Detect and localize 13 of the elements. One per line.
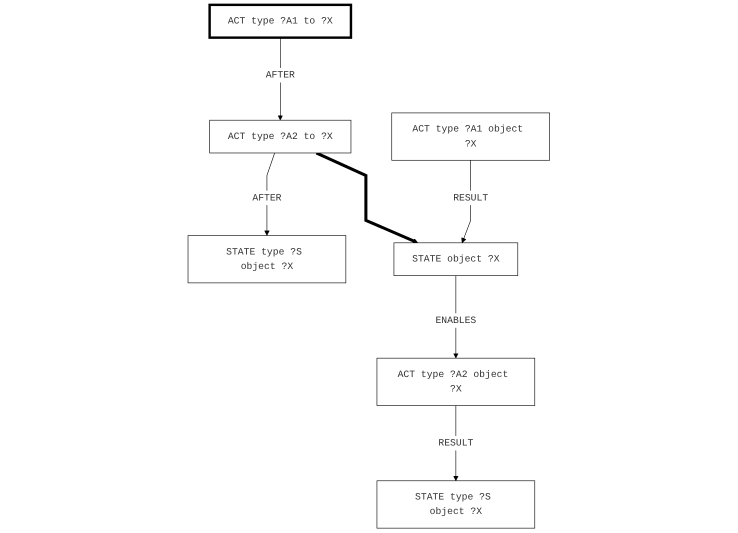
edge-label: ENABLES (436, 315, 476, 326)
edge-label: RESULT (438, 438, 474, 449)
node-box: STATE type ?S object ?X (188, 235, 346, 284)
node-box: STATE type ?S object ?X (376, 480, 536, 528)
node-box: ACT type ?A2 object ?X (376, 358, 536, 406)
node-box: ACT type ?A1 object ?X (392, 112, 550, 161)
arrow (316, 152, 418, 244)
edge-label: RESULT (453, 192, 488, 204)
node-box: ACT type ?A2 to ?X (210, 120, 352, 154)
node-box: STATE object ?X (394, 242, 518, 276)
edge-label: AFTER (252, 192, 282, 204)
edge-label: AFTER (266, 70, 296, 81)
node-box: ACT type ?A1 to ?X (208, 4, 352, 39)
